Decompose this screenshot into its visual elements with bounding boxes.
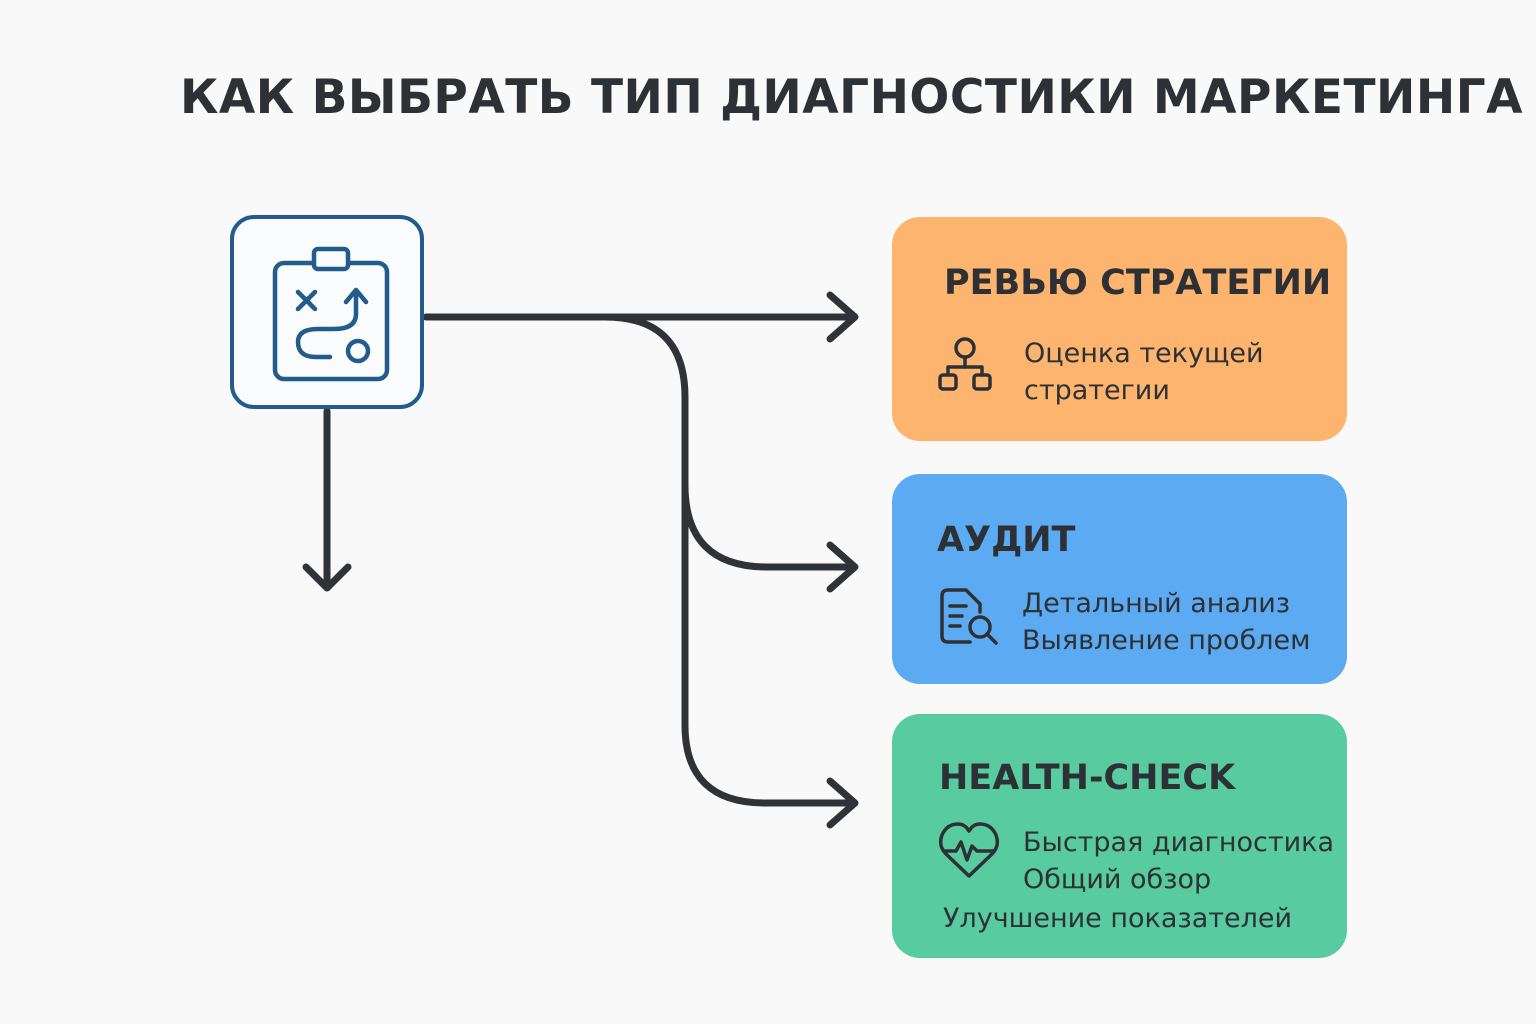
strategy-board-icon [272,246,390,382]
arrowhead-strategy [826,291,859,343]
arrowhead-health [826,777,859,829]
hierarchy-icon [938,337,992,391]
connector-trunk [601,313,689,729]
arrowhead-down [302,563,352,592]
card-line: Детальный анализ [1022,588,1291,619]
card-description: Детальный анализ Выявление проблем [1022,585,1310,659]
heart-pulse-icon [938,822,1000,878]
option-card-health-check: HEALTH-CHECK Быстрая диагностика Общий о… [892,714,1347,958]
card-title: HEALTH-CHECK [939,758,1236,798]
card-description: Быстрая диагностика Общий обзор [1023,824,1334,898]
card-line: Общий обзор [1023,864,1212,895]
card-description: Оценка текущей стратегии [1024,335,1264,409]
option-card-strategy-review: РЕВЬЮ СТРАТЕГИИ Оценка текущей стратегии [892,217,1347,441]
connector-to-audit [681,481,856,571]
card-line: стратегии [1024,375,1170,406]
card-title: АУДИТ [937,520,1076,560]
connector-to-health [681,721,856,807]
document-search-icon [940,588,998,645]
card-line: Выявление проблем [1022,625,1311,656]
card-line: Улучшение показателей [943,903,1293,934]
option-card-audit: АУДИТ Детальный анализ Выявление проблем [892,474,1347,684]
card-line: Быстрая диагностика [1023,827,1335,858]
card-line: Оценка текущей [1024,338,1264,369]
card-title: РЕВЬЮ СТРАТЕГИИ [944,263,1332,303]
source-node [230,215,424,409]
arrowhead-audit [826,541,859,593]
diagram-title: КАК ВЫБРАТЬ ТИП ДИАГНОСТИКИ МАРКЕТИНГА [180,70,1524,125]
